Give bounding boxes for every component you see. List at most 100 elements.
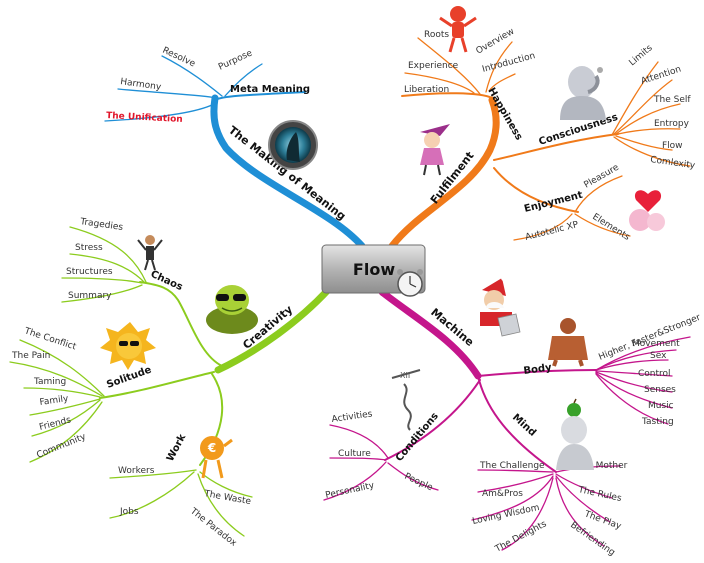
leaf-community[interactable]: Community [35, 432, 88, 461]
leaf-mother[interactable]: The Mother [575, 461, 628, 471]
leaf-summary[interactable]: Summary [68, 291, 112, 301]
leaf-elements[interactable]: Elements [590, 212, 631, 243]
leaf-flow[interactable]: Flow [662, 141, 683, 151]
leaf-control[interactable]: Control [638, 369, 671, 379]
leaf-line [595, 349, 677, 371]
leaf-conflict[interactable]: The Conflict [22, 326, 78, 353]
leaf-line [29, 398, 101, 416]
leaf-paradox[interactable]: The Paradox [187, 506, 238, 549]
leaf-introduction[interactable]: Introduction [481, 51, 536, 75]
leaf-challenge[interactable]: The Challenge [479, 461, 545, 471]
leaf-line [574, 175, 623, 213]
leaf-line [513, 213, 573, 241]
branch-machine [323, 288, 691, 551]
leaf-pain[interactable]: The Pain [11, 351, 50, 361]
leaf-activities[interactable]: Activities [331, 409, 373, 425]
leaf-line [404, 72, 475, 94]
branch-line [388, 96, 500, 250]
branch-line [477, 375, 557, 473]
leaf-friends[interactable]: Friends [38, 415, 72, 433]
leaf-loving-wisdom[interactable]: Loving Wisdom [472, 503, 541, 527]
leaf-stress[interactable]: Stress [75, 243, 103, 253]
leaf-line [595, 371, 673, 393]
leaf-autotelic[interactable]: Autotelic XP [524, 220, 580, 243]
heart-hug-icon [629, 190, 665, 231]
leaf-waste[interactable]: The Waste [202, 489, 252, 507]
euro-man-icon: € [200, 436, 233, 479]
leaf-line [197, 473, 245, 537]
leaf-line [595, 373, 669, 425]
leaf-pleasure[interactable]: Pleasure [583, 163, 622, 191]
branch-line [214, 286, 332, 374]
leaf-purpose[interactable]: Purpose [217, 48, 254, 73]
leaf-entropy[interactable]: Entropy [654, 119, 690, 129]
leaf-delights[interactable]: The Delights [493, 519, 549, 555]
leaf-sex[interactable]: Sex [650, 351, 667, 361]
branch-label-happiness[interactable]: Happiness [485, 86, 524, 142]
leaf-senses[interactable]: Senses [644, 385, 676, 395]
branch-meaning [104, 55, 366, 250]
leaf-am-pros[interactable]: Am&Pros [482, 489, 523, 499]
leaf-play[interactable]: The Play [582, 509, 623, 532]
sunburst-man-icon [439, 6, 477, 53]
leaf-line [61, 284, 143, 303]
leaf-line [485, 41, 513, 93]
leaf-line [595, 370, 673, 377]
branch-label-solitude[interactable]: Solitude [105, 364, 153, 390]
sun-sunglasses-icon [100, 322, 156, 370]
leaf-line [31, 399, 101, 437]
leaf-complexity[interactable]: Comlexity [650, 155, 697, 171]
leaf-family[interactable]: Family [39, 394, 70, 408]
leaf-unification[interactable]: The Unification [106, 111, 183, 125]
leaf-line [611, 61, 659, 136]
leaf-line [19, 339, 105, 397]
leaf-line [555, 473, 613, 499]
branch-label-conditions[interactable]: Conditions [394, 411, 441, 464]
leaf-line [161, 55, 223, 97]
leaf-the-self[interactable]: The Self [653, 95, 691, 105]
leaf-movement[interactable]: Movement [632, 339, 680, 349]
fairy-icon [420, 124, 450, 176]
branch-creativity [9, 226, 332, 537]
leaf-personality[interactable]: Personality [325, 481, 376, 501]
leaf-line [329, 424, 389, 459]
branch-label-body[interactable]: Body [523, 362, 553, 377]
leaf-experience[interactable]: Experience [408, 61, 459, 71]
leaf-liberation[interactable]: Liberation [404, 85, 449, 95]
leaf-culture[interactable]: Culture [338, 449, 371, 459]
clock-hands-icon: XII [391, 369, 421, 431]
portal-icon [268, 120, 318, 170]
leaf-line [488, 73, 516, 92]
leaf-line [595, 359, 669, 371]
leaf-line [615, 135, 673, 151]
branch-label-mind[interactable]: Mind [510, 412, 538, 439]
apple-head-icon [556, 398, 594, 470]
leaf-limits[interactable]: Limits [628, 43, 655, 68]
leaf-roots[interactable]: Roots [424, 30, 449, 40]
leaf-tasting[interactable]: Tasting [641, 417, 674, 427]
leaf-line [109, 469, 197, 479]
leaf-people[interactable]: People [403, 472, 435, 494]
leaf-line [613, 79, 673, 135]
leaf-attention[interactable]: Attention [640, 65, 683, 87]
branch-label-meta-meaning[interactable]: Meta Meaning [230, 84, 310, 95]
leaf-workers[interactable]: Workers [118, 466, 155, 476]
branch-label-work[interactable]: Work [165, 432, 189, 463]
leaf-line [23, 387, 101, 398]
leaf-structures[interactable]: Structures [66, 267, 113, 277]
leaf-line [323, 461, 387, 501]
svg-text:XII: XII [400, 371, 410, 380]
branch-line [99, 371, 215, 399]
leaf-tragedies[interactable]: Tragedies [79, 217, 124, 233]
leaf-line [501, 477, 554, 551]
leaf-jobs[interactable]: Jobs [119, 507, 139, 517]
branch-line [493, 133, 619, 161]
leaf-overview[interactable]: Overview [475, 27, 517, 57]
leaf-taming[interactable]: Taming [33, 377, 66, 387]
leaf-music[interactable]: Music [648, 401, 674, 411]
leaf-rules[interactable]: The Rules [576, 485, 622, 504]
leaf-line [61, 277, 143, 284]
center-label: Flow [353, 260, 395, 279]
